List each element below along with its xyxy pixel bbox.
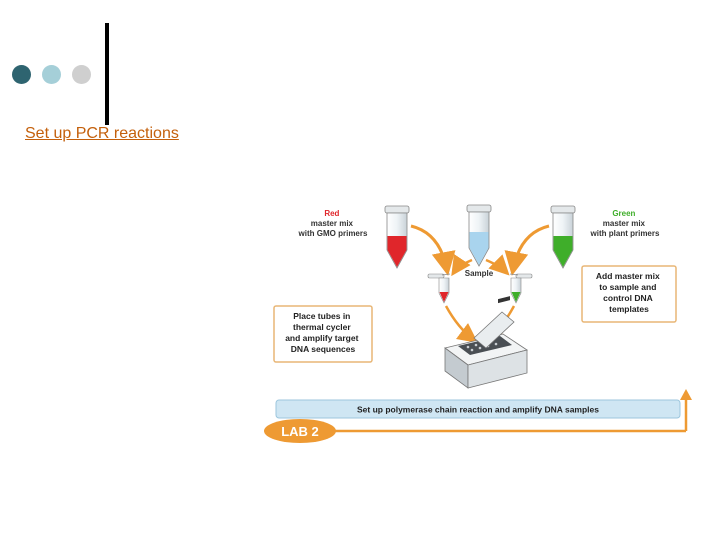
green-master-mix-tube xyxy=(550,205,576,269)
place-tubes-text: Place tubes in thermal cycler and amplif… xyxy=(285,311,361,354)
pcr-diagram: Red master mix with GMO primers Green ma… xyxy=(264,204,692,443)
sample-label: Sample xyxy=(465,269,494,278)
green-mix-label: Green master mix with plant primers xyxy=(590,209,660,238)
add-master-mix-text: Add master mix to sample and control DNA… xyxy=(596,271,662,314)
arrow-red-to-tube xyxy=(410,224,456,276)
lab-2-badge-text: LAB 2 xyxy=(281,424,319,439)
title-divider-bar xyxy=(105,23,109,125)
arrow-red-to-cycler xyxy=(444,305,478,344)
workflow-banner xyxy=(275,399,681,419)
arrow-sample-left xyxy=(451,253,473,277)
bullet-dot-dark xyxy=(12,65,31,84)
small-green-tube xyxy=(509,273,533,304)
workflow-banner-text: Set up polymerase chain reaction and amp… xyxy=(357,405,599,415)
red-mix-label: Red master mix with GMO primers xyxy=(298,209,368,238)
sample-tube xyxy=(466,204,492,267)
red-master-mix-tube xyxy=(384,205,410,269)
small-red-tube xyxy=(427,273,451,304)
bullet-dot-gray xyxy=(72,65,91,84)
thermal-cycler xyxy=(444,296,528,389)
add-master-mix-box xyxy=(581,265,677,323)
bullet-dot-light xyxy=(42,65,61,84)
lab-timeline-arrowhead xyxy=(680,389,692,400)
arrow-green-to-tube xyxy=(504,224,550,276)
lab-2-badge xyxy=(264,419,336,443)
arrow-sample-right xyxy=(485,254,510,276)
place-tubes-box xyxy=(273,305,373,363)
pcr-reactions-link[interactable]: Set up PCR reactions xyxy=(25,125,179,142)
